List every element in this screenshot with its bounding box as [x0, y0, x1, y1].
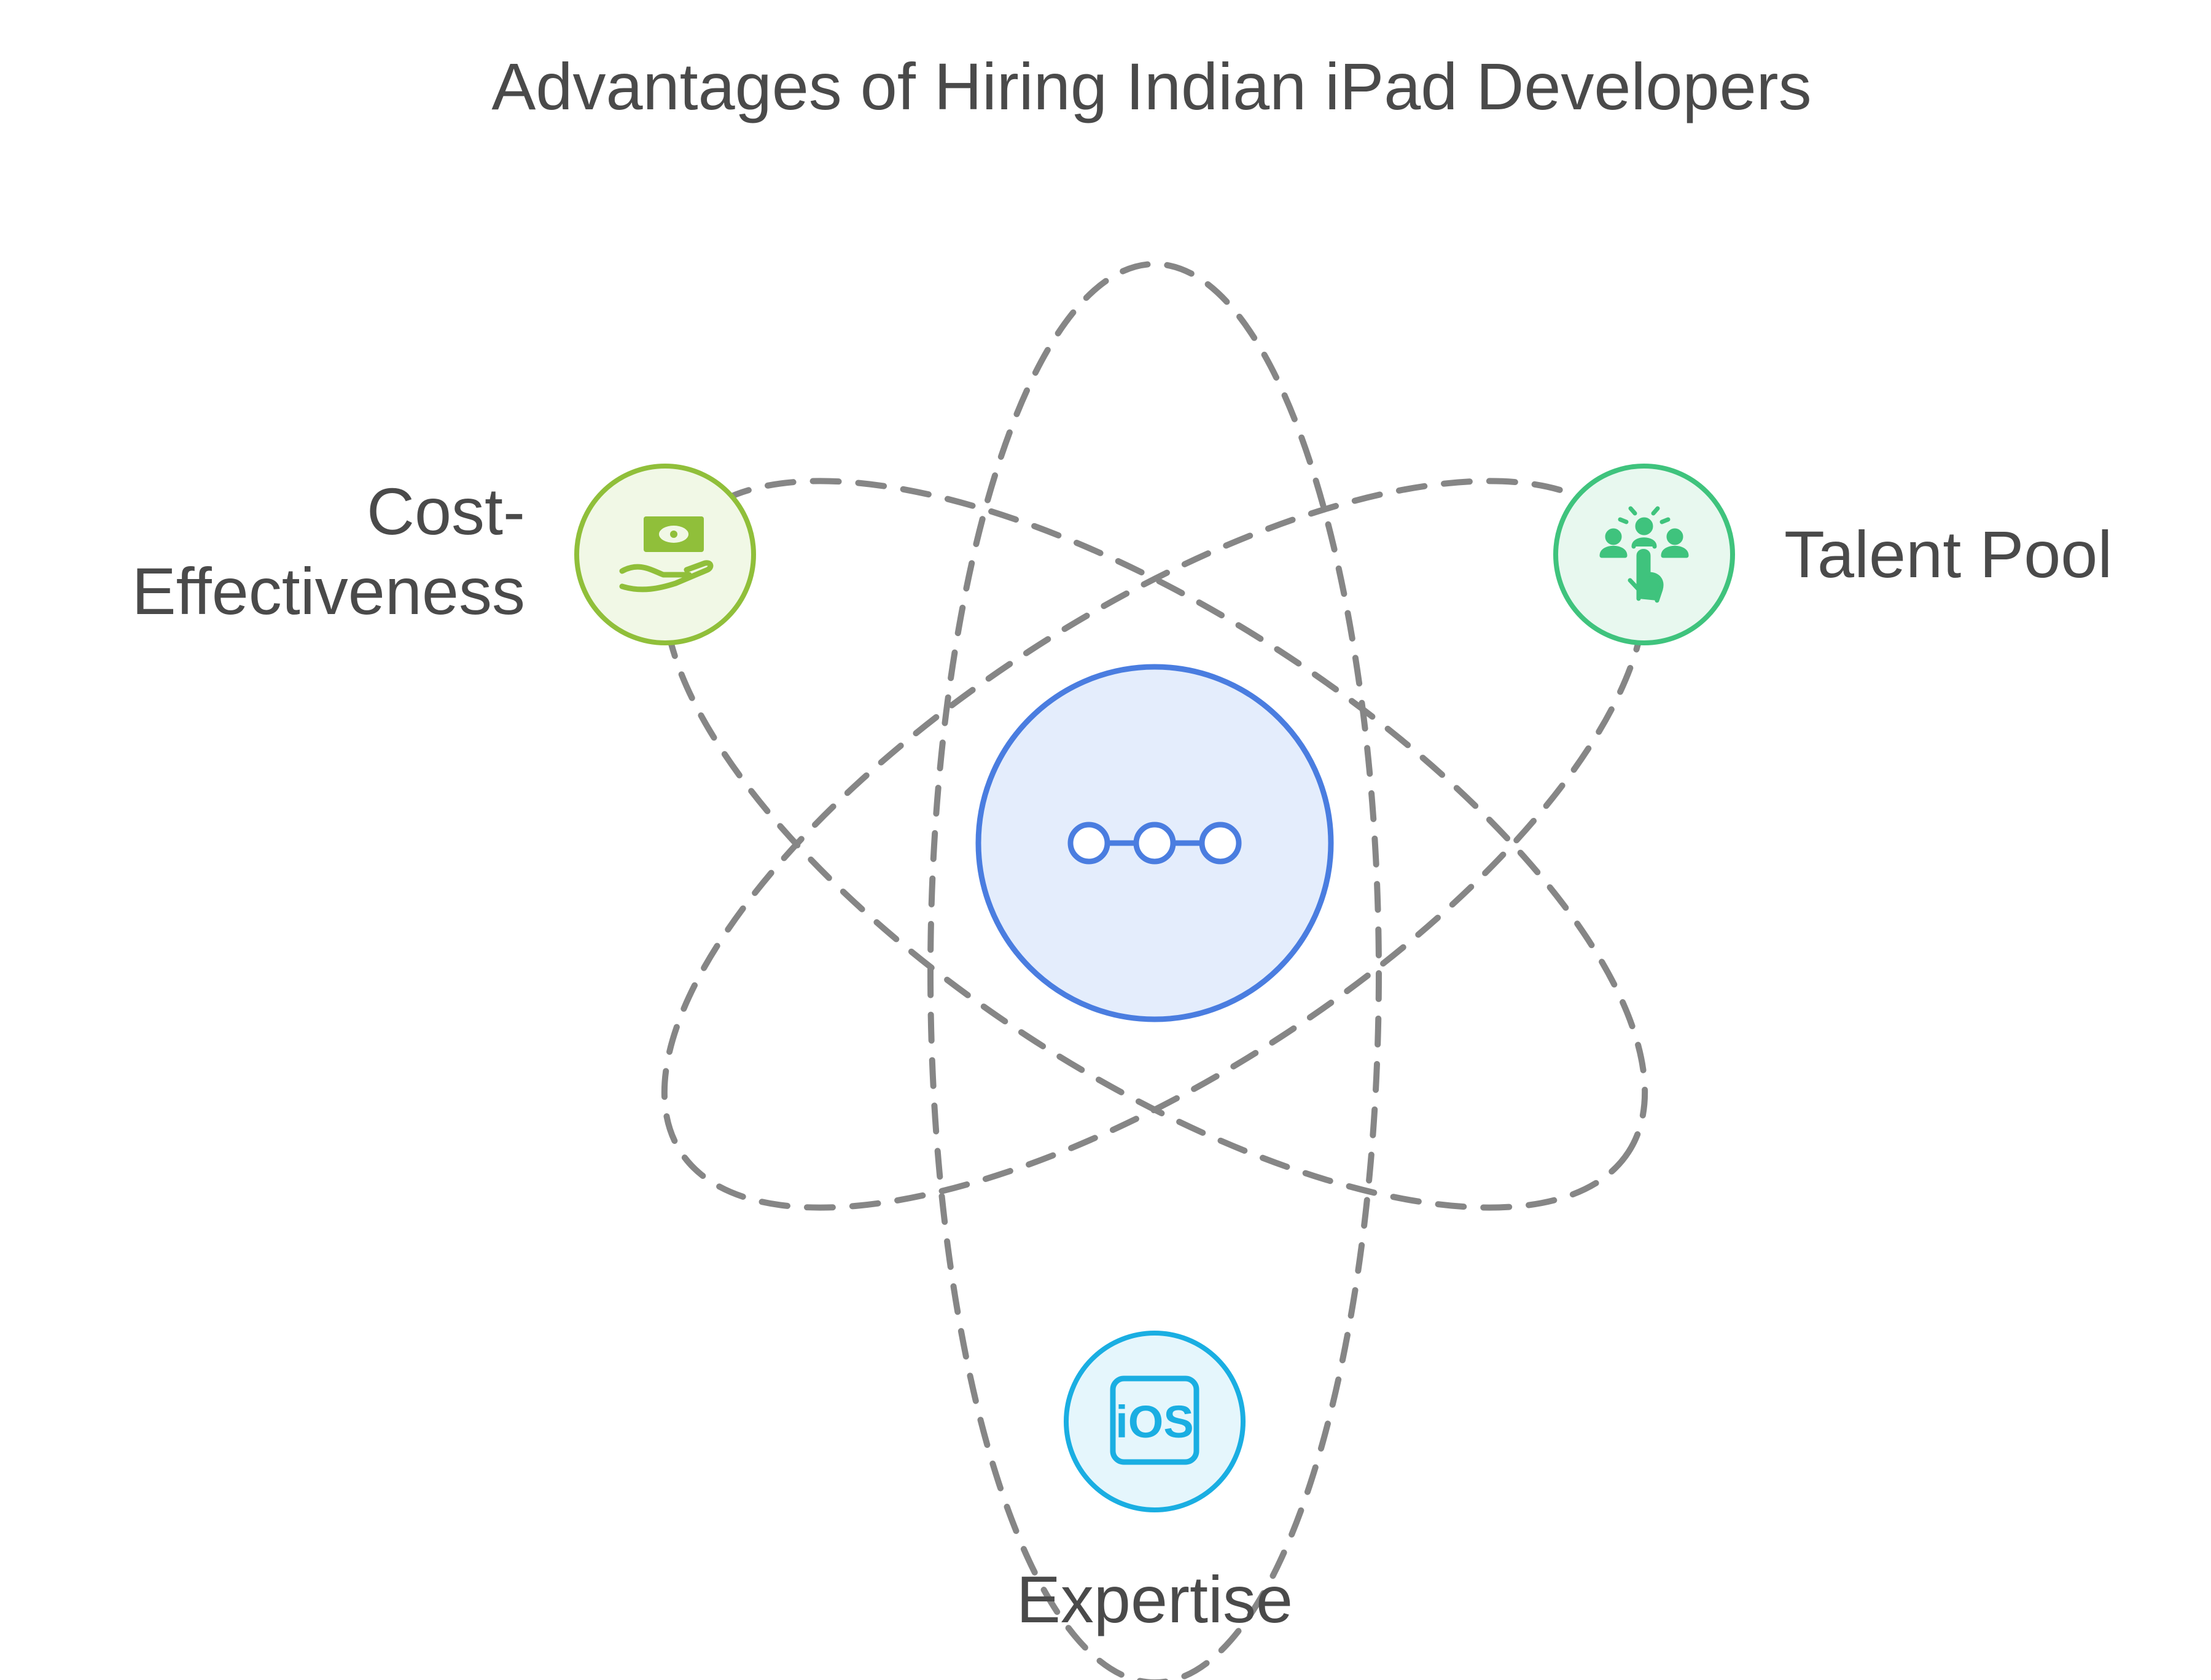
- svg-text:iOS: iOS: [1115, 1396, 1193, 1447]
- ios-icon: iOS: [1110, 1375, 1199, 1465]
- node-cost-effectiveness: Cost- Effectiveness: [132, 464, 756, 645]
- node-talent-pool: Talent Pool: [1553, 464, 2112, 645]
- node-label-talent: Talent Pool: [1784, 517, 2112, 591]
- node-label-cost-line-2: Effectiveness: [132, 554, 525, 628]
- node-circle-expertise: [1064, 1331, 1246, 1512]
- orbit-vertical: [927, 261, 1382, 1680]
- node-label-expertise: Expertise: [1016, 1562, 1293, 1636]
- three-connected-circles-icon: [1067, 822, 1242, 865]
- node-expertise: iOS Expertise: [1016, 1331, 1293, 1636]
- node-circle-cost: [574, 464, 756, 645]
- money-in-hand-icon: [619, 516, 714, 593]
- orbit-diagonal-left: [661, 478, 1648, 1211]
- node-label-cost-line-1: Cost-: [367, 474, 525, 548]
- center-hub: [975, 664, 1334, 1022]
- people-pointing-hand-icon: [1599, 506, 1689, 603]
- diagram-title: Advantages of Hiring Indian iPad Develop…: [491, 49, 1811, 123]
